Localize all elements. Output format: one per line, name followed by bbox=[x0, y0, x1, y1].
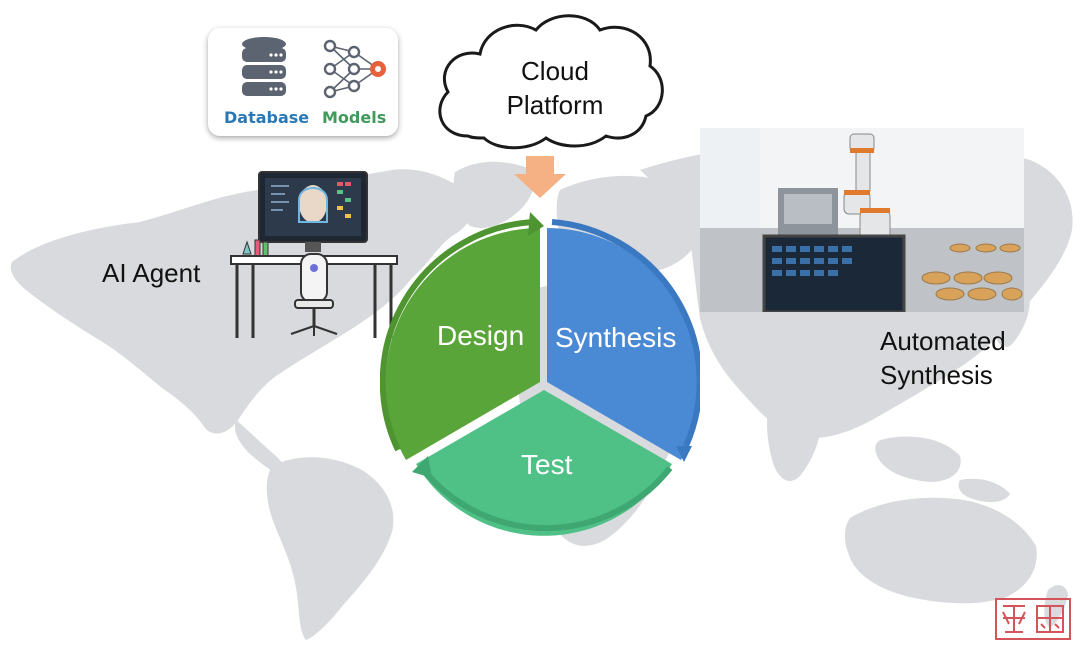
database-icon bbox=[242, 37, 286, 96]
resource-card: Database Models bbox=[208, 28, 398, 136]
ai-agent-label: AI Agent bbox=[102, 258, 201, 288]
robotic-lab-photo bbox=[700, 128, 1024, 312]
synthesis-sector bbox=[547, 228, 700, 460]
red-seal-stamp bbox=[995, 598, 1071, 640]
database-label: Database bbox=[224, 108, 310, 127]
robot-scientist-icon bbox=[230, 171, 398, 338]
synthesis-label: Synthesis bbox=[555, 322, 677, 353]
design-synthesis-test-cycle bbox=[380, 156, 700, 536]
design-label: Design bbox=[437, 320, 525, 351]
design-arrow bbox=[380, 219, 535, 452]
models-label: Models bbox=[322, 108, 387, 127]
neural-network-icon bbox=[323, 39, 386, 99]
cloud-icon bbox=[438, 14, 664, 150]
automated-synthesis-label-line1: Automated bbox=[880, 326, 1006, 356]
design-sector bbox=[385, 228, 540, 460]
test-sector bbox=[416, 390, 672, 536]
synthesis-arrow bbox=[551, 219, 700, 448]
down-arrow-icon bbox=[514, 156, 566, 198]
test-label: Test bbox=[521, 449, 573, 480]
cloud-label-line1: Cloud bbox=[521, 56, 589, 86]
test-arrow bbox=[419, 466, 673, 532]
automated-synthesis-label-line2: Synthesis bbox=[880, 360, 993, 390]
cloud-label-line2: Platform bbox=[506, 90, 604, 120]
